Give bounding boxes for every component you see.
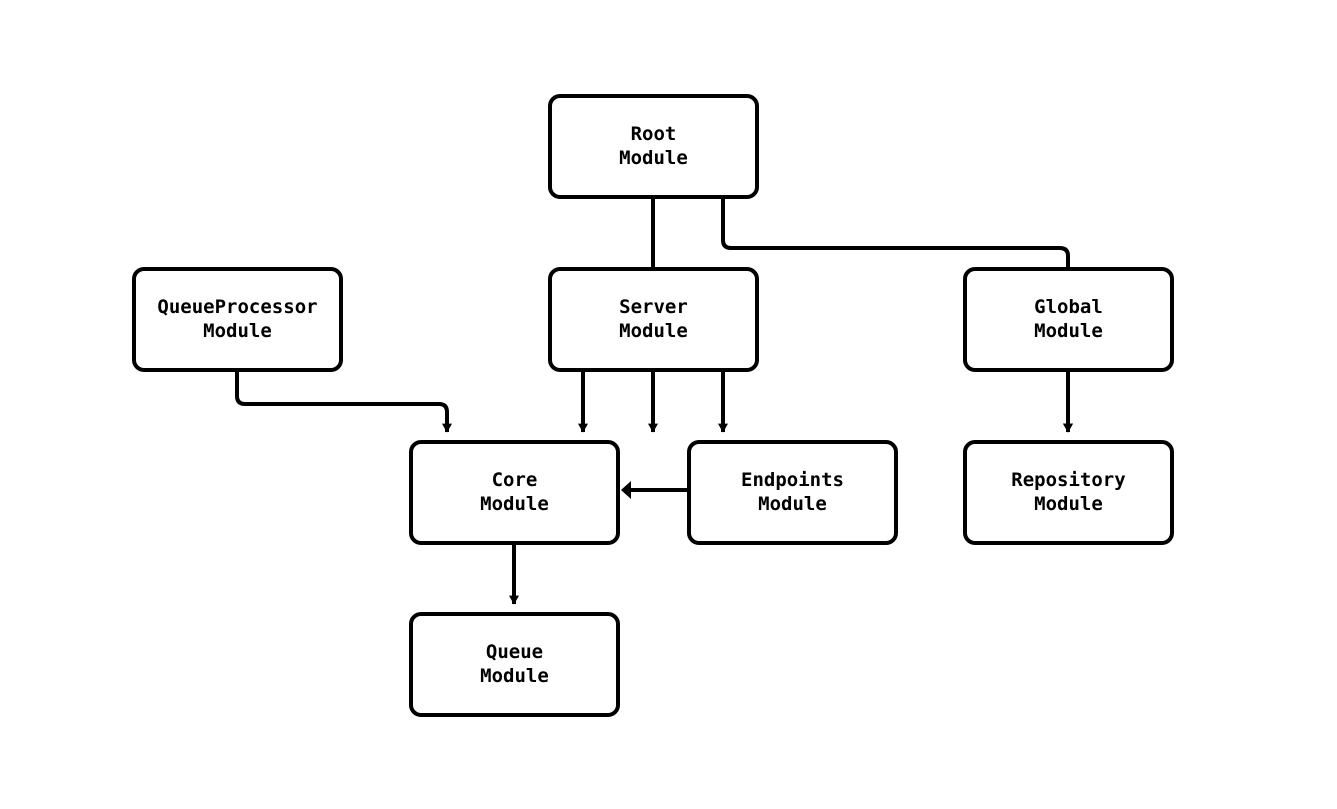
- node-queueprocessor-module-label: QueueProcessor Module: [157, 295, 318, 342]
- node-global-module[interactable]: Global Module: [963, 267, 1174, 372]
- node-queueprocessor-module[interactable]: QueueProcessor Module: [132, 267, 343, 372]
- connector-queueprocessor-to-core: [235, 372, 452, 433]
- node-server-module-label: Server Module: [619, 295, 688, 342]
- node-repository-module-label: Repository Module: [1011, 468, 1126, 515]
- node-core-module[interactable]: Core Module: [409, 440, 620, 545]
- node-endpoints-module-label: Endpoints Module: [741, 468, 844, 515]
- node-root-module[interactable]: Root Module: [548, 94, 759, 199]
- node-endpoints-module[interactable]: Endpoints Module: [687, 440, 898, 545]
- node-server-module[interactable]: Server Module: [548, 267, 759, 372]
- node-queue-module[interactable]: Queue Module: [409, 612, 620, 717]
- node-root-module-label: Root Module: [619, 122, 688, 169]
- node-repository-module[interactable]: Repository Module: [963, 440, 1174, 545]
- node-global-module-label: Global Module: [1034, 295, 1103, 342]
- node-core-module-label: Core Module: [480, 468, 549, 515]
- arrowhead-endpoints-to-core: [621, 481, 631, 499]
- node-queue-module-label: Queue Module: [480, 640, 549, 687]
- connector-root-to-global: [721, 199, 1073, 433]
